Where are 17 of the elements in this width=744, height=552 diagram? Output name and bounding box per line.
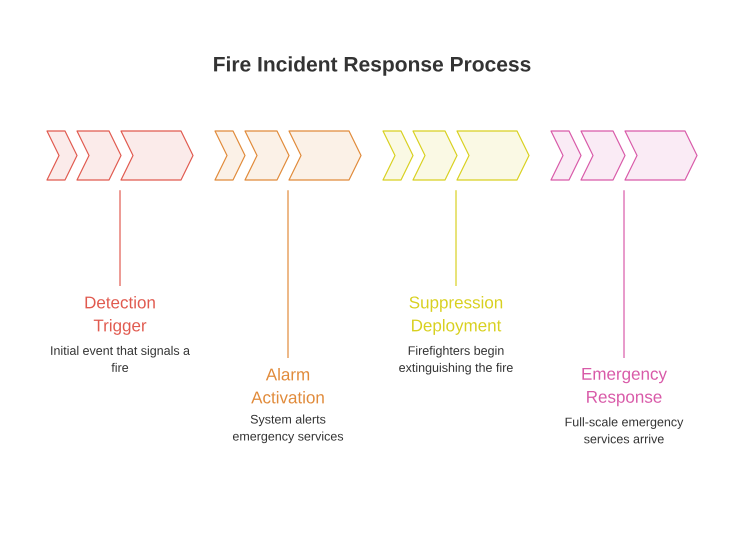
step-description: Full-scale emergency services arrive [566, 417, 684, 444]
connector-line [455, 190, 457, 286]
title: Fire Incident Response Process [214, 56, 530, 76]
step-description: System alerts emergency services [232, 414, 344, 444]
chevron-arrows [382, 130, 530, 181]
connector-line [287, 190, 289, 358]
connector-line [119, 190, 121, 286]
chevron-arrows [214, 130, 362, 181]
step-heading: Detection Trigger [86, 296, 155, 335]
step-heading: Suppression Deployment [410, 296, 502, 335]
chevron-arrows [46, 130, 194, 181]
step-heading: Alarm Activation [251, 368, 324, 404]
step-heading: Emergency Response [582, 368, 667, 406]
connector-line [623, 190, 625, 358]
step-description: Initial event that signals a fire [51, 346, 190, 372]
chevron-arrows [550, 130, 698, 181]
step-description: Firefighters begin extinguishing the fire [399, 346, 513, 374]
